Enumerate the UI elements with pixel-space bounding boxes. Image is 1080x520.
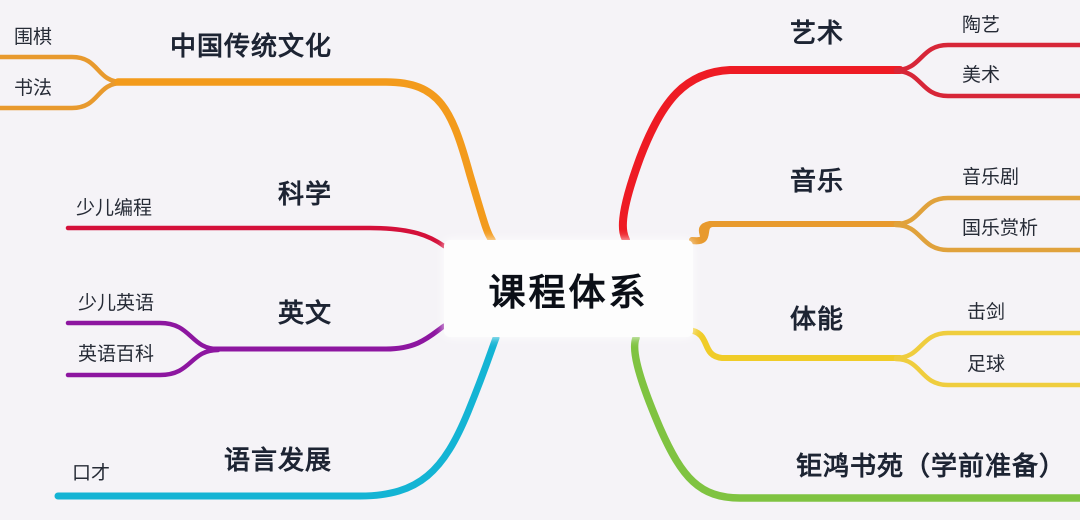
trunk-line-english [211,323,447,352]
connector-traditional-culture [0,54,496,244]
leaf-line-fine-arts [893,68,1080,99]
trunk-line-physical [685,327,903,361]
leaf-label-shufa[interactable]: 书法 [14,78,53,99]
leaf-line-english-encyclopedia [65,347,221,378]
leaf-line-musical [893,195,1080,227]
connector-preschool [630,334,1080,502]
branch-label-music[interactable]: 音乐 [790,166,845,196]
leaf-line-football [893,356,1080,388]
leaf-line-fencing [893,330,1080,361]
branch-label-science[interactable]: 科学 [278,179,333,209]
branch-label-traditional-culture[interactable]: 中国传统文化 [170,31,333,61]
connector-english [65,320,447,378]
trunk-line-music [689,221,903,244]
center-node-title: 课程体系 [488,271,649,313]
branch-label-english[interactable]: 英文 [278,298,333,328]
branch-label-language-development[interactable]: 语言发展 [224,445,333,475]
leaf-label-eloquence[interactable]: 口才 [72,463,111,484]
connector-music [689,195,1080,253]
connector-art [618,42,1080,244]
leaf-line-shufa [0,80,125,111]
connector-science [65,225,447,249]
trunk-curve-music [689,221,715,245]
trunk-line-art [618,66,904,244]
branch-label-preschool[interactable]: 钜鸿书苑（学前准备） [796,451,1067,481]
leaf-label-pottery[interactable]: 陶艺 [962,15,1001,36]
leaf-label-football[interactable]: 足球 [967,354,1006,375]
branch-label-art[interactable]: 艺术 [790,18,845,48]
branch-label-physical[interactable]: 体能 [790,304,845,334]
leaf-label-english-encyclopedia[interactable]: 英语百科 [78,344,155,365]
leaf-label-children-english[interactable]: 少儿英语 [78,293,155,314]
trunk-line-language-development [54,334,500,500]
leaf-label-children-programming[interactable]: 少儿编程 [76,198,153,219]
trunk-line-preschool [630,334,1080,502]
leaf-label-chinese-music-appreciation[interactable]: 国乐赏析 [962,218,1039,239]
connector-language-development [54,334,500,500]
leaf-line-children-english [65,320,221,352]
connector-physical [685,327,1080,388]
leaf-line-pottery [893,42,1080,73]
center-node[interactable]: 课程体系 [444,240,693,337]
leaf-line-chinese-music [893,222,1080,253]
trunk-line-science [65,225,447,249]
leaf-label-fine-arts[interactable]: 美术 [962,65,1001,86]
leaf-label-weiqi[interactable]: 围棋 [14,27,53,48]
trunk-line-traditional-culture [114,78,496,244]
leaf-label-musical[interactable]: 音乐剧 [962,167,1020,188]
leaf-label-fencing[interactable]: 击剑 [967,302,1006,323]
